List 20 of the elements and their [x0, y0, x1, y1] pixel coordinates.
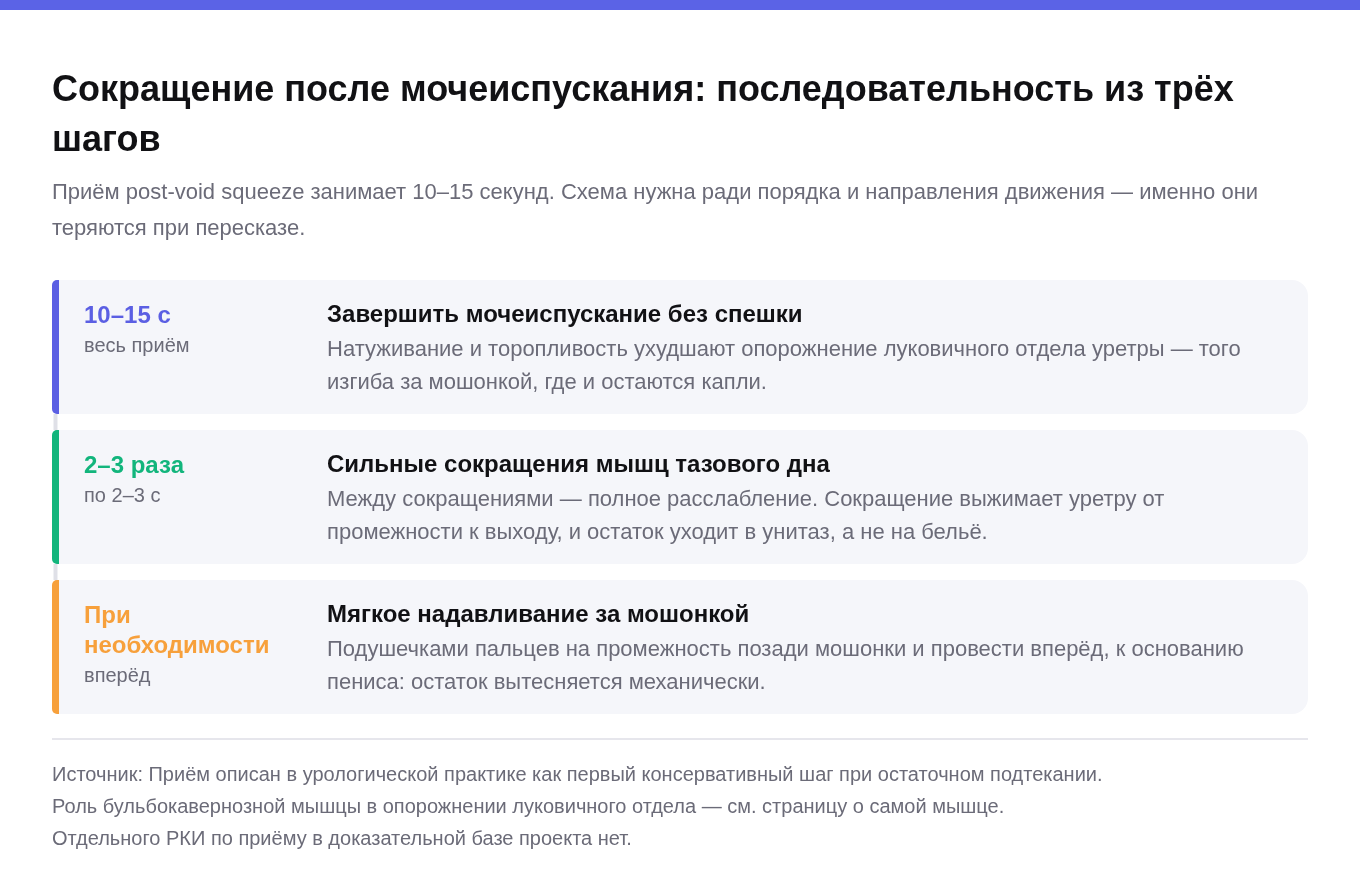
connector-line [53, 564, 58, 580]
step-duration: 10–15 с [84, 300, 172, 330]
step-note: по 2–3 с [84, 483, 162, 508]
step-title: Сильные сокращения мышц тазового дна [327, 449, 831, 479]
step-duration: При необходимости [84, 600, 271, 660]
subtitle: Приём post-void squeeze занимает 10–15 секунд. Схема нужна ради порядка и направления движения — именно они теряются при пересказе. [52, 178, 1260, 242]
source-note: Источник: Приём описан в урологической практике как первый консервативный шаг при остаточном подтекании. Роль бульбокавернозной мышцы в опорожнении луковичного отдела — см. страницу о самой мышце. Отдельного РКИ по приёму в доказательной базе проекта нет. [52, 762, 1104, 851]
page-title: Сокращение после мочеиспускания: последовательность из трёх шагов [52, 67, 1235, 161]
step-card [52, 280, 1308, 414]
step-title: Мягкое надавливание за мошонкой [327, 599, 751, 629]
step-note: весь приём [84, 333, 191, 358]
step-description: Подушечками пальцев на промежность позади мошонки и провести вперёд, к основанию пениса: остаток вытесняется механически. [327, 635, 1245, 696]
step-description: Натуживание и торопливость ухудшают опорожнение луковичного отдела уретры — того изгиба за мошонкой, где и остаются капли. [327, 335, 1242, 396]
connector-line [53, 414, 58, 430]
step-card [52, 580, 1308, 714]
step-card [52, 430, 1308, 564]
step-duration: 2–3 раза [84, 450, 186, 480]
step-title: Завершить мочеиспускание без спешки [327, 299, 804, 329]
step-description: Между сокращениями — полное расслабление. Сокращение выжимает уретру от промежности к выходу, и остаток уходит в унитаз, а не на бельё. [327, 485, 1166, 546]
step-note: вперёд [84, 663, 152, 688]
